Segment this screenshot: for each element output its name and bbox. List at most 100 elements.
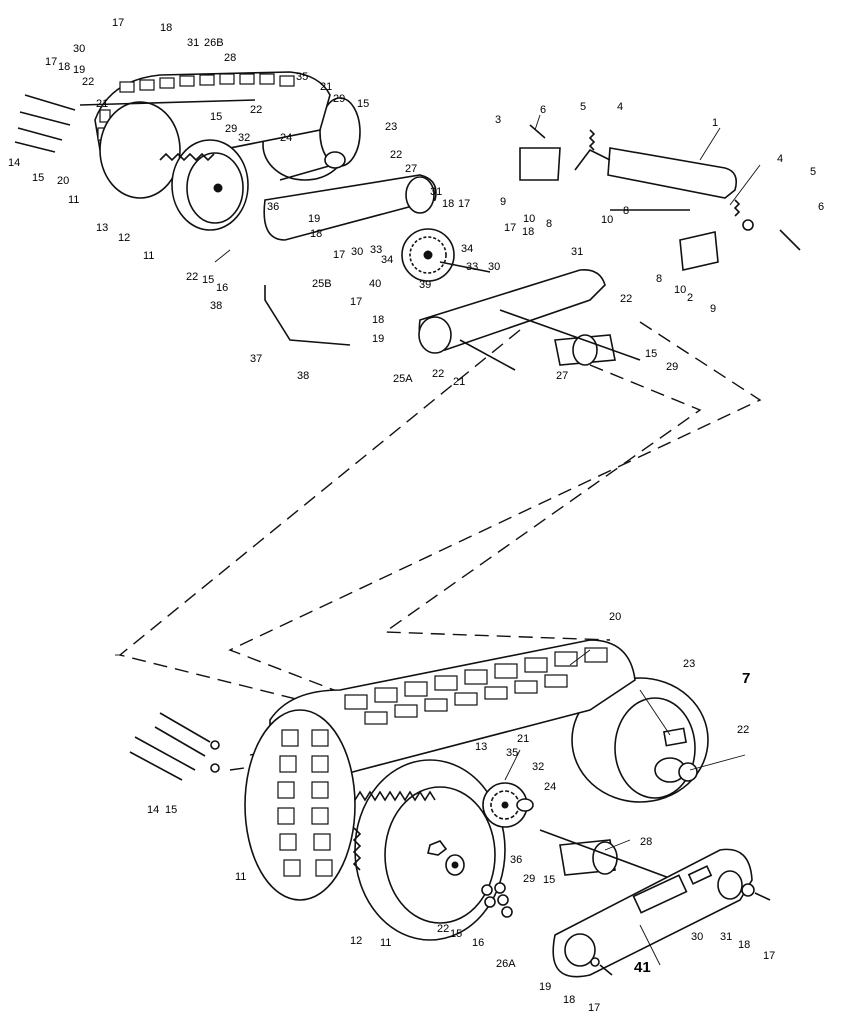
label-part-33: 33 xyxy=(370,244,382,256)
label-part-29: 29 xyxy=(523,873,535,885)
label-part-16: 16 xyxy=(216,282,228,294)
label-part-18: 18 xyxy=(563,994,575,1006)
wheel-upper-back xyxy=(99,101,181,199)
label-part-16: 16 xyxy=(472,937,484,949)
label-part-17: 17 xyxy=(504,222,516,234)
label-part-17: 17 xyxy=(763,950,775,962)
label-part-15: 15 xyxy=(357,98,369,110)
label-part-8: 8 xyxy=(656,273,662,285)
label-part-14: 14 xyxy=(147,804,159,816)
label-part-29: 29 xyxy=(225,123,237,135)
label-part-17: 17 xyxy=(588,1002,600,1014)
label-part-23: 23 xyxy=(683,658,695,670)
label-part-21: 21 xyxy=(96,98,108,110)
label-part-7: 7 xyxy=(742,670,750,687)
label-part-32: 32 xyxy=(238,132,250,144)
label-part-25a: 25A xyxy=(393,373,413,385)
label-part-31: 31 xyxy=(571,246,583,258)
label-part-29: 29 xyxy=(666,361,678,373)
label-part-11: 11 xyxy=(235,871,246,883)
label-part-5: 5 xyxy=(580,101,586,113)
label-part-15: 15 xyxy=(32,172,44,184)
label-part-18: 18 xyxy=(442,198,454,210)
label-part-9: 9 xyxy=(710,303,716,315)
label-part-33: 33 xyxy=(466,261,478,273)
label-part-15: 15 xyxy=(543,874,555,886)
label-part-34: 34 xyxy=(381,254,393,266)
label-part-35: 35 xyxy=(296,71,308,83)
spring-4b xyxy=(733,199,741,217)
label-part-18: 18 xyxy=(160,22,172,34)
bolts-lower-left xyxy=(129,712,220,781)
label-part-27: 27 xyxy=(405,163,417,175)
track-treads-lower xyxy=(344,647,608,725)
bracket-3 xyxy=(519,147,561,181)
wheel-lower-back-treads xyxy=(277,729,333,877)
label-part-10: 10 xyxy=(601,214,613,226)
label-part-17: 17 xyxy=(333,249,345,261)
label-part-35: 35 xyxy=(506,747,518,759)
label-part-30: 30 xyxy=(488,261,500,273)
label-part-31: 31 xyxy=(720,931,732,943)
label-part-11: 11 xyxy=(68,194,79,206)
label-part-26a: 26A xyxy=(496,958,516,970)
label-part-28: 28 xyxy=(640,836,652,848)
upper-track-assembly xyxy=(14,71,801,371)
label-part-15: 15 xyxy=(202,274,214,286)
label-part-1: 1 xyxy=(712,117,718,129)
label-part-9: 9 xyxy=(500,196,506,208)
label-part-11: 11 xyxy=(380,937,391,949)
chain-case-26a xyxy=(552,848,753,978)
label-part-13: 13 xyxy=(96,222,108,234)
label-part-18: 18 xyxy=(522,226,534,238)
label-part-40: 40 xyxy=(369,278,381,290)
label-part-38: 38 xyxy=(297,370,309,382)
chain-lower xyxy=(354,790,436,802)
label-part-18: 18 xyxy=(738,939,750,951)
label-part-18: 18 xyxy=(372,314,384,326)
label-part-11: 11 xyxy=(143,250,154,262)
label-part-23: 23 xyxy=(385,121,397,133)
label-part-30: 30 xyxy=(691,931,703,943)
label-part-24: 24 xyxy=(544,781,556,793)
label-part-18: 18 xyxy=(58,61,70,73)
label-part-22: 22 xyxy=(390,149,402,161)
label-part-3: 3 xyxy=(495,114,501,126)
label-part-19: 19 xyxy=(539,981,551,993)
label-part-10: 10 xyxy=(523,213,535,225)
label-part-6: 6 xyxy=(818,201,824,213)
label-part-30: 30 xyxy=(73,43,85,55)
label-part-8: 8 xyxy=(546,218,552,230)
label-part-26b: 26B xyxy=(204,37,224,49)
lower-track-assembly xyxy=(129,639,771,978)
label-part-31: 31 xyxy=(430,186,442,198)
bolts-upper-left xyxy=(14,94,76,153)
label-part-21: 21 xyxy=(517,733,529,745)
label-part-17: 17 xyxy=(112,17,124,29)
label-part-10: 10 xyxy=(674,284,686,296)
label-part-39: 39 xyxy=(419,279,431,291)
label-part-12: 12 xyxy=(118,232,130,244)
label-part-22: 22 xyxy=(250,104,262,116)
label-part-4: 4 xyxy=(617,101,623,113)
label-part-19: 19 xyxy=(372,333,384,345)
label-part-6: 6 xyxy=(540,104,546,116)
label-part-17: 17 xyxy=(458,198,470,210)
label-part-22: 22 xyxy=(620,293,632,305)
label-part-15: 15 xyxy=(450,928,462,940)
label-part-31: 31 xyxy=(187,37,199,49)
label-part-37: 37 xyxy=(250,353,262,365)
label-part-17: 17 xyxy=(45,56,57,68)
bracket-2 xyxy=(679,231,719,271)
label-part-4: 4 xyxy=(777,153,783,165)
label-part-13: 13 xyxy=(475,741,487,753)
label-part-14: 14 xyxy=(8,157,20,169)
handle-1 xyxy=(607,147,738,199)
label-part-34: 34 xyxy=(461,243,473,255)
chain-upper xyxy=(159,152,215,162)
label-part-20: 20 xyxy=(57,175,69,187)
label-part-19: 19 xyxy=(73,64,85,76)
label-part-30: 30 xyxy=(351,246,363,258)
